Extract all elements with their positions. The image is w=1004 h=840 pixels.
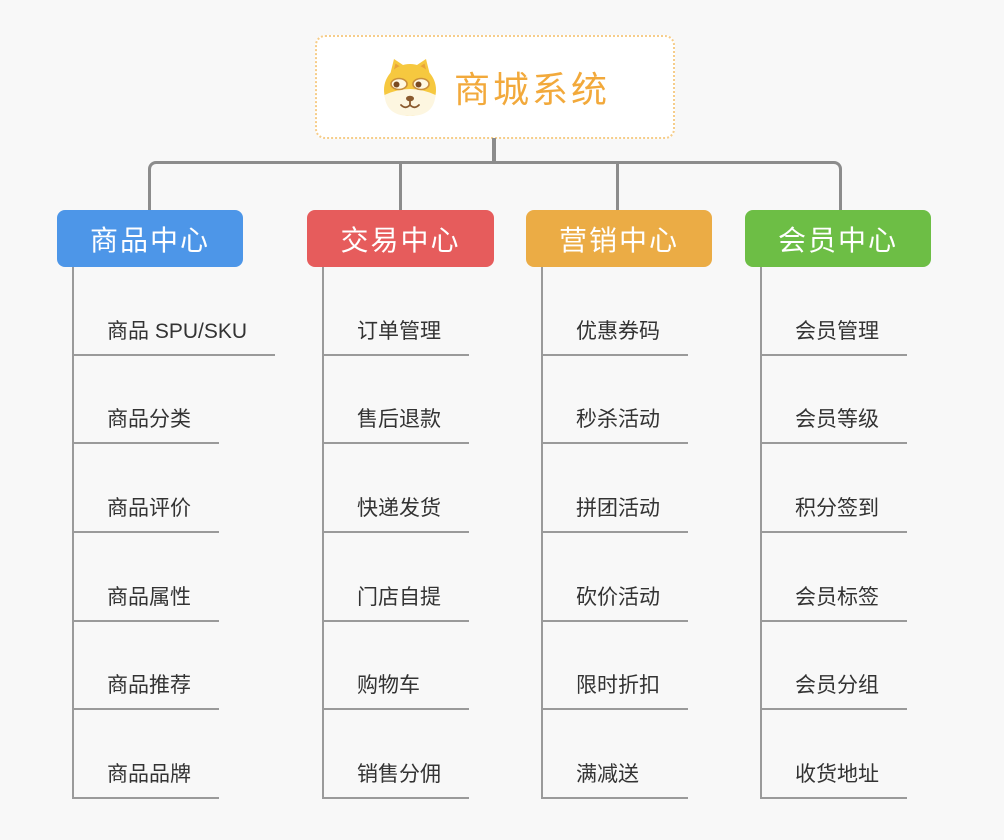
leaf-node-coupon-code[interactable]: 优惠券码 (543, 267, 688, 356)
leaf-node-flash-sale[interactable]: 秒杀活动 (543, 356, 688, 445)
leaf-node-store-pickup[interactable]: 门店自提 (324, 533, 469, 622)
leaf-node-sales-commission[interactable]: 销售分佣 (324, 710, 469, 800)
connector-drop-trade (399, 161, 402, 210)
branch-node-product-center[interactable]: 商品中心 (57, 210, 243, 267)
branch-children-marketing-center: 优惠券码 秒杀活动 拼团活动 砍价活动 限时折扣 满减送 (541, 267, 688, 800)
leaf-node-product-recommend[interactable]: 商品推荐 (74, 622, 219, 711)
leaf-node-limited-time-discount[interactable]: 限时折扣 (543, 622, 688, 711)
leaf-node-shopping-cart[interactable]: 购物车 (324, 622, 469, 711)
branch-label: 会员中心 (777, 224, 898, 256)
leaf-node-member-level[interactable]: 会员等级 (762, 356, 907, 445)
leaf-node-product-category[interactable]: 商品分类 (74, 356, 219, 445)
branch-node-trade-center[interactable]: 交易中心 (307, 210, 494, 267)
branch-label: 营销中心 (558, 224, 679, 256)
connector-horizontal-bar (148, 161, 842, 210)
root-title: 商城系统 (453, 69, 610, 110)
leaf-node-member-management[interactable]: 会员管理 (762, 267, 907, 356)
leaf-node-group-buy[interactable]: 拼团活动 (543, 444, 688, 534)
branch-children-member-center: 会员管理 会员等级 积分签到 会员标签 会员分组 收货地址 (760, 267, 907, 800)
connector-root-stem (492, 138, 496, 163)
connector-drop-marketing (616, 161, 619, 210)
branch-node-member-center[interactable]: 会员中心 (745, 210, 931, 267)
leaf-node-product-review[interactable]: 商品评价 (74, 444, 219, 534)
leaf-node-product-attribute[interactable]: 商品属性 (74, 533, 219, 622)
leaf-node-member-tag[interactable]: 会员标签 (762, 533, 907, 622)
leaf-node-product-brand[interactable]: 商品品牌 (74, 710, 219, 800)
leaf-node-product-spu-sku[interactable]: 商品 SPU/SKU (74, 267, 276, 356)
branch-label: 交易中心 (340, 224, 461, 256)
leaf-node-member-group[interactable]: 会员分组 (762, 622, 907, 711)
root-node-mall-system[interactable]: 商城系统 (315, 35, 675, 139)
leaf-node-shipping-address[interactable]: 收货地址 (762, 710, 907, 800)
branch-children-product-center: 商品 SPU/SKU 商品分类 商品评价 商品属性 商品推荐 商品品牌 (72, 267, 276, 800)
leaf-node-full-reduction[interactable]: 满减送 (543, 710, 688, 800)
leaf-node-aftersale-refund[interactable]: 售后退款 (324, 356, 469, 445)
leaf-node-order-management[interactable]: 订单管理 (324, 267, 469, 356)
leaf-node-express-shipping[interactable]: 快递发货 (324, 444, 469, 534)
dog-face-icon (383, 59, 436, 116)
leaf-node-points-checkin[interactable]: 积分签到 (762, 444, 907, 534)
branch-label: 商品中心 (89, 224, 210, 256)
leaf-node-bargain-activity[interactable]: 砍价活动 (543, 533, 688, 622)
branch-node-marketing-center[interactable]: 营销中心 (526, 210, 712, 267)
branch-children-trade-center: 订单管理 售后退款 快递发货 门店自提 购物车 销售分佣 (322, 267, 469, 800)
